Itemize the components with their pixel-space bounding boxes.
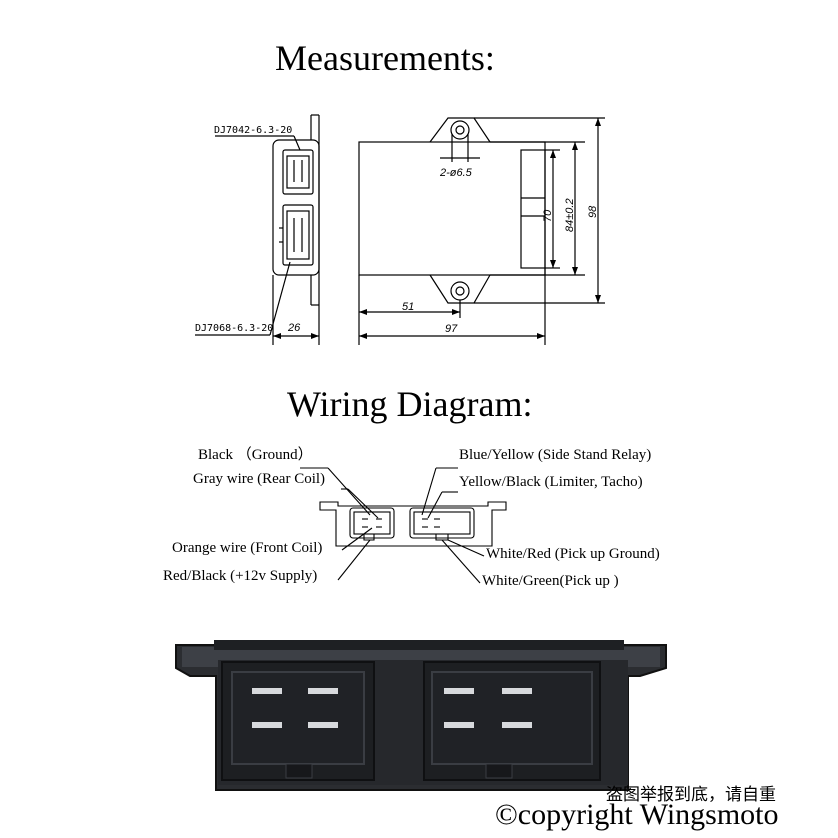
- label-red-black: Red/Black (+12v Supply): [163, 568, 318, 584]
- side-connector-top: [282, 149, 314, 195]
- label-white-green: White/Green(Pick up ): [482, 573, 619, 589]
- dim-84: 84±0.2: [564, 198, 576, 232]
- label-black-ground: Black （Ground）: [198, 447, 313, 463]
- measurements-title: Measurements:: [275, 38, 495, 78]
- dim-98: 98: [587, 205, 599, 218]
- side-view-body: [272, 139, 320, 276]
- side-connector-bottom: [282, 204, 314, 266]
- part-number-top: DJ7042-6.3-20: [214, 125, 292, 136]
- part-number-bottom: DJ7068-6.3-20: [195, 323, 273, 334]
- dim-51: 51: [402, 301, 414, 313]
- wiring-left-socket: [349, 507, 395, 539]
- wiring-right-socket: [409, 507, 475, 539]
- cdi-unit-photo: [175, 640, 667, 791]
- dim-97: 97: [445, 323, 458, 335]
- dim-side-width: 26: [287, 322, 301, 334]
- watermark-text: 盗图举报到底，请自重: [606, 785, 776, 805]
- top-mounting-lug: [429, 117, 491, 143]
- label-yellow-black: Yellow/Black (Limiter, Tacho): [459, 474, 643, 490]
- label-blue-yellow: Blue/Yellow (Side Stand Relay): [459, 447, 652, 463]
- label-gray-wire: Gray wire (Rear Coil): [193, 471, 326, 487]
- dim-70: 70: [542, 209, 554, 222]
- label-orange-wire: Orange wire (Front Coil): [172, 540, 323, 556]
- wiring-diagram-title: Wiring Diagram:: [287, 384, 533, 424]
- dim-hole: 2-ø6.5: [439, 167, 473, 179]
- wiring-connector-sketch: [300, 467, 507, 584]
- bottom-mounting-lug: [429, 274, 491, 304]
- copyright-text: ©copyright Wingsmoto: [495, 798, 779, 831]
- label-white-red: White/Red (Pick up Ground): [486, 546, 660, 562]
